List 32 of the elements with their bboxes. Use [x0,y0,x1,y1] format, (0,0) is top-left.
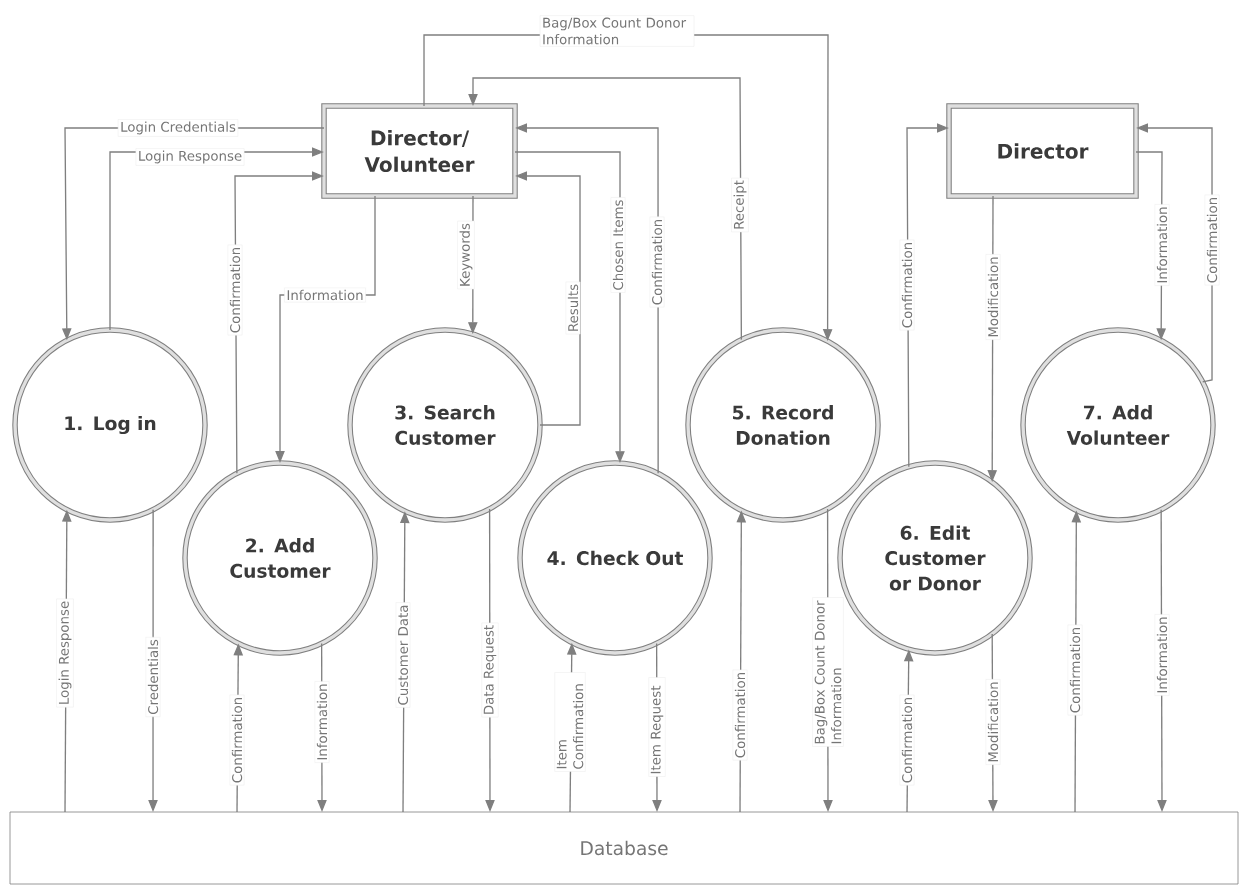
edge-label: Login Response [56,598,74,708]
edge-label: Login Response [135,148,245,166]
edge-label: Item Confirmation [554,672,586,772]
database-box: Database [9,811,1239,885]
edge-label: Receipt [731,177,749,233]
entity-box: Director/ Volunteer [321,103,518,199]
edge-label: Information [284,287,366,303]
edge-label: Item Request [648,677,666,777]
edge-label: Confirmation [227,244,243,336]
edge-label: Confirmation [649,216,665,308]
edge-label: Bag/Box Count Donor Information [539,15,695,47]
edge-label: Confirmation [229,694,245,786]
edge-label: Confirmation [732,669,748,761]
entity-box: Director [946,103,1139,199]
edge-label: Keywords [457,220,475,290]
edge-label: Modification [985,254,1001,340]
edge-label: Information [314,681,330,763]
edge-label: Confirmation [1067,624,1083,716]
edge-label: Results [565,281,581,335]
arrow [468,77,743,341]
edge-label: Confirmation [1204,194,1220,286]
edge-label: Bag/Box Count Donor Information [812,597,844,747]
edge-label: Information [1154,204,1170,286]
edge-label: Credentials [145,636,161,718]
edge-label: Login Credentials [117,119,239,137]
edge-label: Confirmation [899,239,915,331]
edge-label: Information [1154,614,1170,696]
edge-label: Modification [985,679,1001,765]
edge-label: Chosen Items [610,197,626,293]
edge-label: Data Request [481,622,499,718]
edge-label: Confirmation [899,694,915,786]
edge-label: Customer Data [395,602,411,708]
